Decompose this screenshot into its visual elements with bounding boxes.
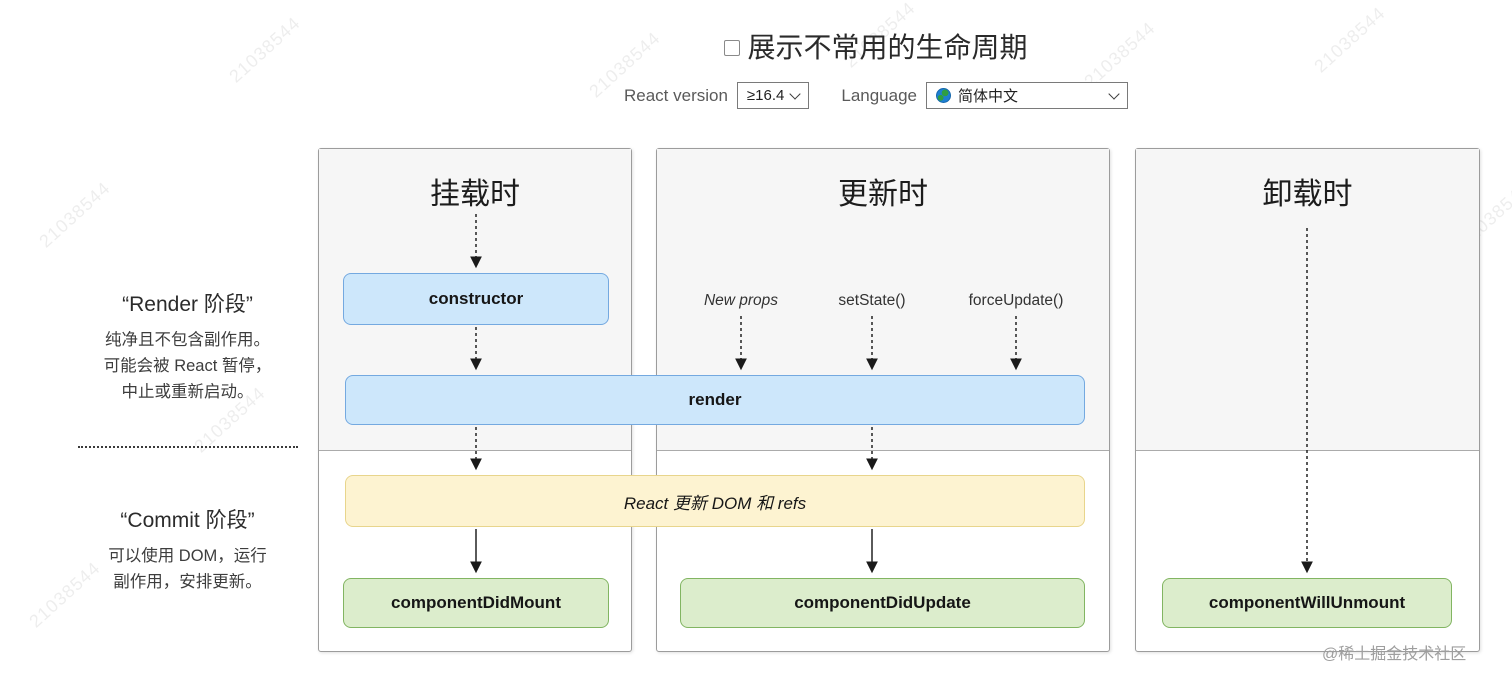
render-phase-desc-line: 中止或重新启动。	[121, 383, 254, 401]
trigger-new-props: New props	[703, 292, 779, 309]
component-did-update-box[interactable]: componentDidUpdate	[680, 578, 1085, 628]
render-phase-name: “Render 阶段”	[122, 293, 253, 316]
column-updating-title: 更新时	[838, 178, 928, 211]
render-phase-desc-line: 可能会被 React 暂停，	[103, 357, 272, 375]
show-uncommon-lifecycles-checkbox[interactable]	[724, 39, 741, 56]
commit-phase-desc-line: 副作用，安排更新。	[113, 573, 262, 591]
render-phase-desc-line: 纯净且不包含副作用。	[105, 331, 270, 349]
language-value: 简体中文	[958, 88, 1019, 105]
controls-row: React version ≥16.4 Language 简体中文	[250, 82, 1502, 109]
component-did-mount-box[interactable]: componentDidMount	[343, 578, 609, 628]
community-credit: @稀土掘金技术社区	[1322, 646, 1467, 663]
commit-phase-name: “Commit 阶段”	[120, 509, 255, 532]
commit-phase-label: “Commit 阶段” 可以使用 DOM，运行 副作用，安排更新。	[40, 504, 335, 595]
column-unmounting-title: 卸载时	[1262, 178, 1353, 211]
render-phase-label: “Render 阶段” 纯净且不包含副作用。 可能会被 React 暂停， 中止…	[40, 288, 335, 405]
render-box[interactable]: render	[345, 375, 1085, 425]
react-updates-dom-box: React 更新 DOM 和 refs	[345, 475, 1085, 527]
chevron-down-icon	[789, 87, 802, 100]
watermark-text: 21038544	[35, 177, 115, 252]
trigger-set-state[interactable]: setState()	[838, 292, 906, 309]
column-mounting-title: 挂载时	[430, 178, 520, 211]
column-unmounting: 卸载时	[1135, 148, 1480, 652]
react-version-value: ≥16.4	[746, 87, 785, 104]
language-label: Language	[841, 85, 917, 105]
react-version-label: React version	[623, 85, 728, 105]
commit-phase-desc-line: 可以使用 DOM，运行	[108, 547, 267, 565]
chevron-down-icon	[1108, 87, 1120, 100]
component-will-unmount-box[interactable]: componentWillUnmount	[1162, 578, 1452, 628]
trigger-force-update[interactable]: forceUpdate()	[968, 292, 1064, 309]
page-title[interactable]: 展示不常用的生命周期	[747, 32, 1028, 63]
phase-divider	[78, 446, 298, 448]
page-header: 展示不常用的生命周期	[250, 26, 1502, 66]
language-select[interactable]: 简体中文	[926, 82, 1128, 109]
react-version-select[interactable]: ≥16.4	[736, 82, 810, 109]
globe-icon	[936, 88, 951, 103]
constructor-box[interactable]: constructor	[343, 273, 609, 325]
